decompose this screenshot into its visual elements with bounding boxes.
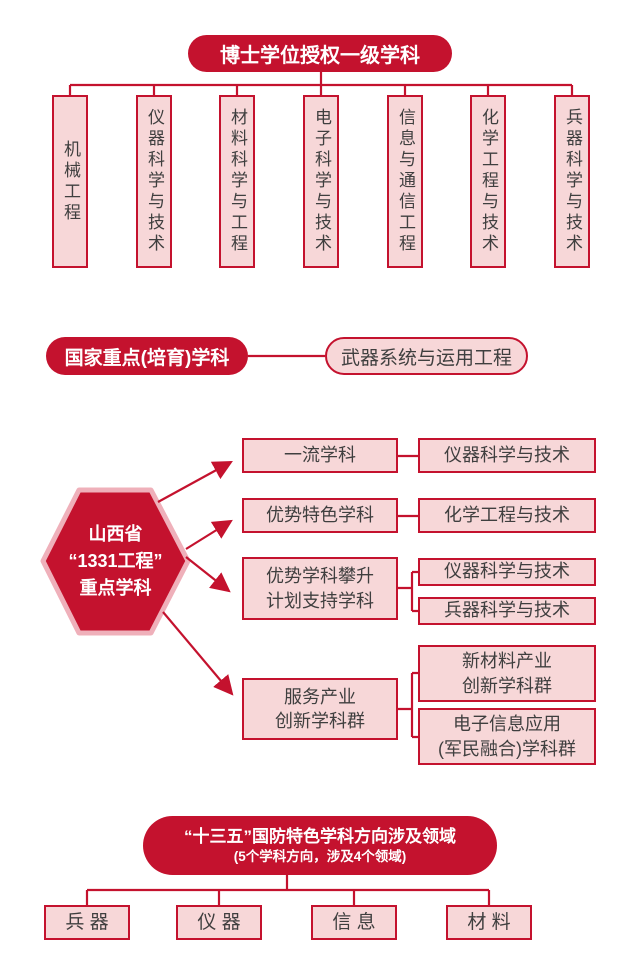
field-label: 信 息 xyxy=(332,911,376,933)
doctoral-tree-connector xyxy=(68,72,574,95)
hexagon-shape xyxy=(40,487,191,636)
doctoral-discipline-label: 兵器科学与技术 xyxy=(563,108,582,255)
doctoral-discipline-box: 仪器科学与技术 xyxy=(136,95,172,268)
category-box-first-class: 一流学科 xyxy=(242,438,398,473)
target-label: 化学工程与技术 xyxy=(444,505,570,526)
category-box-industry-group: 服务产业 创新学科群 xyxy=(242,678,398,740)
national-key-target-box: 武器系统与运用工程 xyxy=(325,337,528,375)
doctoral-discipline-box: 信息与通信工程 xyxy=(387,95,423,268)
field-label: 仪 器 xyxy=(197,911,241,933)
arrow-to-advantage xyxy=(185,519,233,550)
hexagon-line2: “1331工程” xyxy=(68,551,163,571)
doctoral-discipline-label: 机械工程 xyxy=(61,139,80,224)
field-box-instrument: 仪 器 xyxy=(176,905,262,940)
doctoral-discipline-label: 材料科学与工程 xyxy=(228,108,247,255)
field-label: 材 料 xyxy=(467,911,511,933)
field-box-information: 信 息 xyxy=(311,905,397,940)
doctoral-discipline-label: 仪器科学与技术 xyxy=(145,108,164,255)
defense-header-pill: “十三五”国防特色学科方向涉及领域 (5个学科方向，涉及4个领域) xyxy=(143,816,497,875)
doctoral-discipline-label: 电子科学与技术 xyxy=(312,108,331,255)
target-label: 仪器科学与技术 xyxy=(444,445,570,466)
doctoral-discipline-label: 信息与通信工程 xyxy=(396,108,415,255)
field-box-armament: 兵 器 xyxy=(44,905,130,940)
category-label: 服务产业 创新学科群 xyxy=(275,686,365,731)
row4-bracket-connector xyxy=(398,671,418,739)
row3-bracket-connector xyxy=(398,570,418,613)
defense-title: “十三五”国防特色学科方向涉及领域 xyxy=(184,826,456,846)
target-box: 新材料产业 创新学科群 xyxy=(418,645,596,702)
national-key-target-label: 武器系统与运用工程 xyxy=(340,347,512,369)
hexagon-line1: 山西省 xyxy=(88,524,143,544)
category-box-climbing-plan: 优势学科攀升 计划支持学科 xyxy=(242,557,398,620)
doctoral-discipline-box: 机械工程 xyxy=(52,95,88,268)
arrow-to-first-class xyxy=(157,460,233,503)
target-box: 仪器科学与技术 xyxy=(418,438,596,473)
target-box: 仪器科学与技术 xyxy=(418,558,596,586)
doctoral-discipline-box: 兵器科学与技术 xyxy=(554,95,590,268)
target-box: 化学工程与技术 xyxy=(418,498,596,533)
national-key-label: 国家重点(培育)学科 xyxy=(64,347,230,369)
hexagon-line3: 重点学科 xyxy=(79,578,152,598)
target-label: 新材料产业 创新学科群 xyxy=(462,651,552,696)
target-label: 仪器科学与技术 xyxy=(444,561,570,582)
field-label: 兵 器 xyxy=(65,911,109,933)
field-box-material: 材 料 xyxy=(446,905,532,940)
national-key-pill: 国家重点(培育)学科 xyxy=(46,337,248,375)
doctoral-discipline-box: 材料科学与工程 xyxy=(219,95,255,268)
target-box: 兵器科学与技术 xyxy=(418,597,596,625)
doctoral-header-pill: 博士学位授权一级学科 xyxy=(188,35,452,72)
arrow-to-climbing-plan xyxy=(185,556,231,593)
defense-tree-connector xyxy=(85,874,491,905)
defense-subtitle: (5个学科方向，涉及4个领域) xyxy=(233,848,407,864)
category-label: 优势特色学科 xyxy=(266,505,374,526)
target-label: 电子信息应用 (军民融合)学科群 xyxy=(438,714,576,759)
doctoral-header-label: 博士学位授权一级学科 xyxy=(220,45,420,67)
category-label: 优势学科攀升 计划支持学科 xyxy=(266,566,374,611)
category-label: 一流学科 xyxy=(284,445,356,466)
doctoral-discipline-box: 化学工程与技术 xyxy=(470,95,506,268)
doctoral-discipline-label: 化学工程与技术 xyxy=(479,108,498,255)
doctoral-discipline-box: 电子科学与技术 xyxy=(303,95,339,268)
arrow-to-industry-group xyxy=(162,611,234,696)
target-box: 电子信息应用 (军民融合)学科群 xyxy=(418,708,596,765)
hexagon-label: 山西省 “1331工程” 重点学科 xyxy=(43,490,188,633)
category-box-advantage: 优势特色学科 xyxy=(242,498,398,533)
target-label: 兵器科学与技术 xyxy=(444,600,570,621)
